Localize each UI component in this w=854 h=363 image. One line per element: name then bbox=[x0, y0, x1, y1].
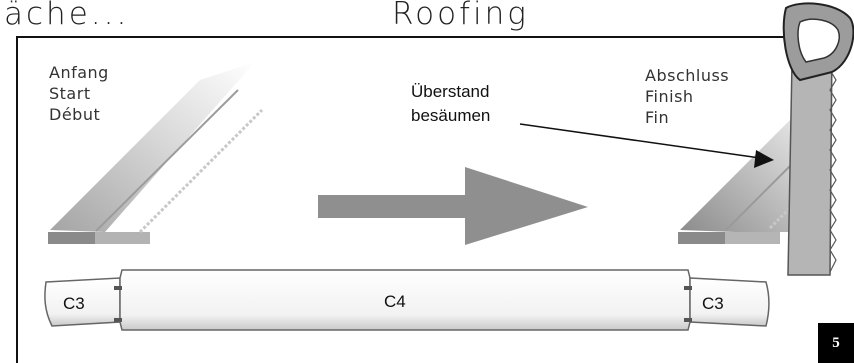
trim-overhang-callout: Überstand besäumen bbox=[411, 80, 490, 128]
frame-top-border bbox=[16, 36, 854, 38]
start-label-fr: Début bbox=[49, 105, 101, 124]
finish-board-end-1 bbox=[678, 232, 740, 244]
start-label-en: Start bbox=[49, 84, 91, 103]
direction-arrow bbox=[318, 167, 588, 245]
start-board-groove bbox=[95, 89, 239, 232]
start-board-end-2 bbox=[95, 232, 150, 244]
finish-label-de: Abschluss bbox=[645, 66, 730, 85]
beam-label-c4: C4 bbox=[384, 292, 406, 311]
saw-teeth bbox=[829, 49, 837, 273]
beam-c3-left bbox=[44, 277, 121, 327]
beam-label-c3-left: C3 bbox=[63, 294, 85, 313]
callout-leader-line bbox=[519, 123, 761, 159]
start-board-end-1 bbox=[48, 232, 110, 244]
beam-c3-right bbox=[689, 277, 770, 327]
frame-left-border bbox=[16, 36, 18, 363]
start-label-group: Anfang Start Début bbox=[49, 62, 109, 125]
finish-board-groove bbox=[724, 155, 801, 232]
finish-label-fr: Fin bbox=[645, 108, 670, 127]
finish-label-en: Finish bbox=[645, 87, 694, 106]
callout-arrowhead bbox=[754, 150, 774, 168]
joint-notch-right-bottom bbox=[684, 318, 692, 322]
finish-boards-illustration bbox=[678, 120, 802, 244]
start-board-surface bbox=[50, 62, 255, 232]
beam-label-c3-right: C3 bbox=[702, 294, 724, 313]
page-number-badge: 5 bbox=[818, 323, 854, 363]
page-title: Roofing bbox=[392, 0, 529, 32]
finish-label-group: Abschluss Finish Fin bbox=[645, 65, 729, 128]
finish-board-surface bbox=[680, 120, 800, 232]
start-label-de: Anfang bbox=[49, 63, 109, 82]
joint-notch-left-bottom bbox=[114, 318, 122, 322]
beam-assembly bbox=[44, 269, 770, 331]
header-left-fragment: äche... bbox=[4, 0, 130, 32]
start-boards-illustration bbox=[48, 62, 264, 244]
saw-handle-grip-hole bbox=[797, 18, 840, 63]
finish-board-end-2 bbox=[725, 232, 780, 244]
joint-notch-left-top bbox=[114, 286, 122, 290]
start-board-tongue bbox=[138, 108, 264, 234]
callout-line-2: besäumen bbox=[411, 106, 491, 125]
callout-line-1: Überstand bbox=[411, 82, 490, 101]
saw-icon bbox=[782, 2, 854, 276]
joint-notch-right-top bbox=[684, 286, 692, 290]
